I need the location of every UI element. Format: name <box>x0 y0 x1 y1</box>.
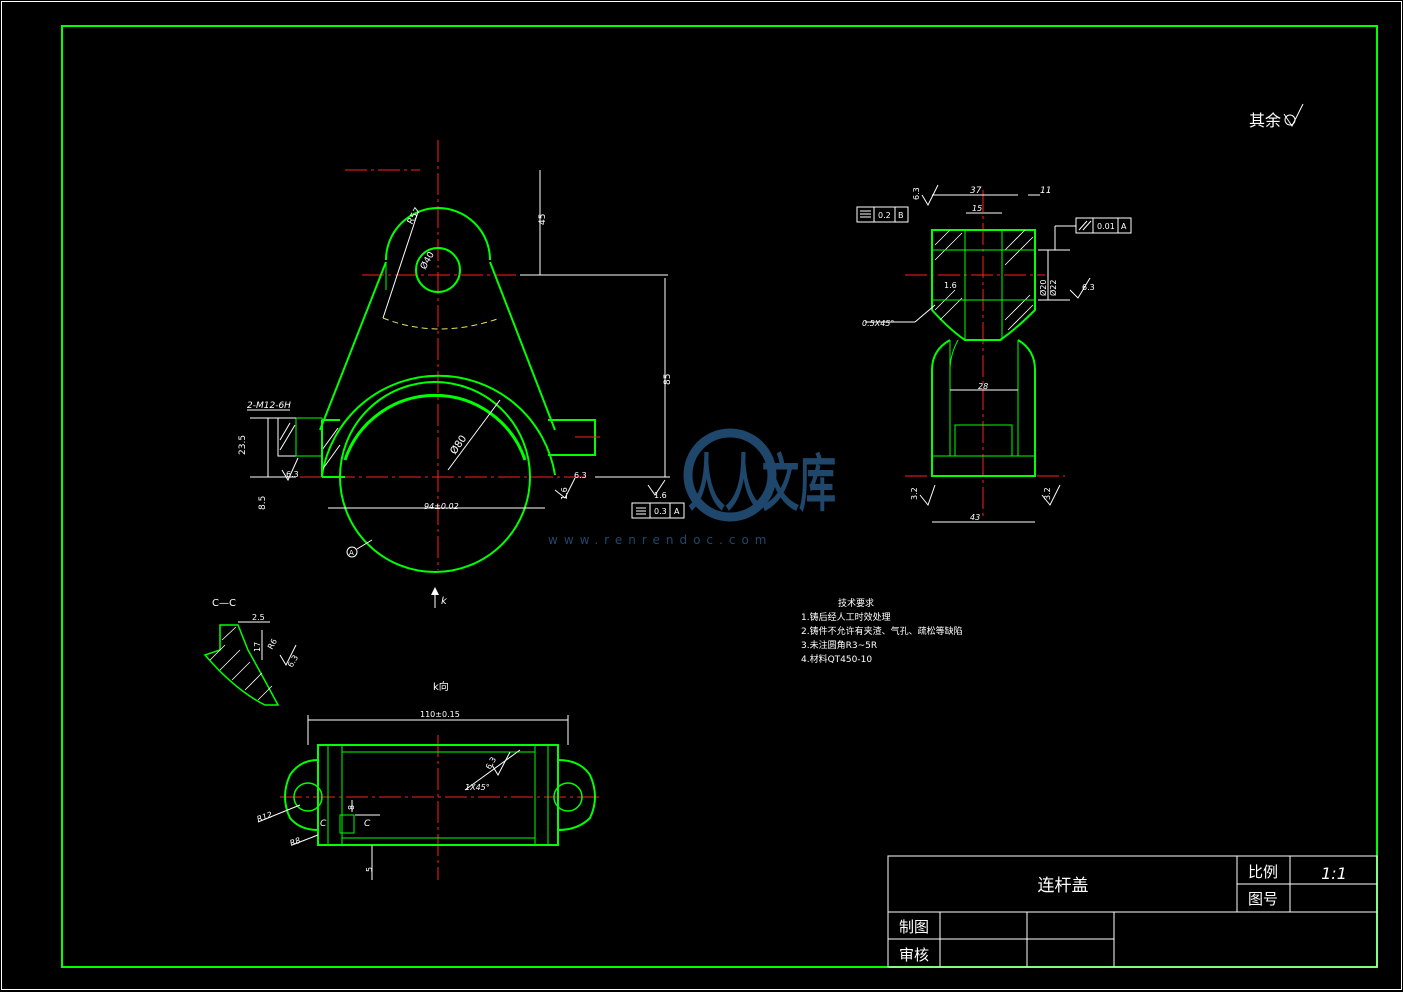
tech-req-heading: 技术要求 <box>838 597 874 609</box>
datum-a-marker: A <box>349 549 354 557</box>
scale-value: 1:1 <box>1321 864 1347 883</box>
roughness-main-3: 6.3 <box>574 471 587 480</box>
cc-dim-17: 17 <box>253 642 262 652</box>
k-view-label: k向 <box>433 680 449 693</box>
dim-45: 45 <box>538 214 548 225</box>
k-chamfer: 1X45° <box>465 783 490 792</box>
dim-8-5: 8.5 <box>258 496 268 510</box>
dim-43: 43 <box>970 513 980 522</box>
dim-15: 15 <box>972 204 982 213</box>
roughness-main-4: 1.6 <box>654 491 667 500</box>
tech-req-item-1: 1.铸后经人工时效处理 <box>801 611 891 623</box>
gdt-frame-side-a: 0.01 A <box>1054 217 1132 250</box>
gdt-frame-side-b: 0.2 B <box>856 206 909 223</box>
dim-28: 28 <box>978 382 988 391</box>
k-c-right: C <box>364 819 371 829</box>
k-roughness: 6.3 <box>484 755 498 771</box>
tech-req-item-3: 3.未注圆角R3~5R <box>801 639 877 651</box>
part-name: 连杆盖 <box>1038 876 1089 896</box>
roughness-main-2: 1.6 <box>560 487 569 500</box>
tech-requirements: 技术要求 1.铸后经人工时效处理 2.铸件不允许有夹渣、气孔、疏松等缺陷 3.未… <box>801 597 963 665</box>
k-dim-8: 8 <box>347 805 356 810</box>
roughness-side-inner: 1.6 <box>944 281 957 290</box>
checked-label: 审核 <box>899 946 929 964</box>
surface-roughness-note: 其余 <box>1249 103 1304 130</box>
arrow-k-label: k <box>441 596 448 607</box>
k-dim-5: 5 <box>365 867 374 872</box>
k-view: k向 110±0.15 1X45° 6.3 R12 R8 C C 8 5 <box>256 680 600 880</box>
small-bore-circle <box>415 247 461 293</box>
drawn-label: 制图 <box>899 918 929 936</box>
thread-label: 2-M12-6H <box>247 401 291 411</box>
k-dim-110: 110±0.15 <box>420 710 460 719</box>
dim-d40: Ø40 <box>418 250 437 272</box>
inner-frame <box>61 25 1378 968</box>
section-cc-label: C—C <box>212 598 236 609</box>
gdt-side-a-tolerance: 0.01 <box>1097 222 1115 231</box>
main-view: 45 85 R57 Ø40 Ø80 94±0.02 2-M12-6H 23.5 … <box>238 140 685 608</box>
chamfer-label: 0.5X45° <box>862 319 894 328</box>
dim-85: 85 <box>663 374 673 385</box>
cc-dim-r6: R6 <box>266 637 279 651</box>
dim-37: 37 <box>970 186 982 196</box>
title-block: 连杆盖 比例 1:1 图号 制图 审核 <box>887 855 1378 968</box>
dim-d80: Ø80 <box>448 433 470 457</box>
dim-11: 11 <box>1040 186 1051 196</box>
gdt-side-a-datum: A <box>1121 222 1127 231</box>
watermark-url: www.renrendoc.com <box>548 533 772 547</box>
roughness-side-4: 3.2 <box>1043 487 1052 500</box>
roughness-side-1: 6.3 <box>912 187 921 200</box>
side-view: 37 11 15 28 43 0.5X45° Ø20 Ø22 1.6 6.3 6… <box>856 184 1132 523</box>
gdt-side-b-tolerance: 0.2 <box>878 211 891 220</box>
drawing-no-label: 图号 <box>1248 890 1278 908</box>
tech-req-item-4: 4.材料QT450-10 <box>801 653 872 665</box>
outer-arch <box>321 374 556 476</box>
k-dim-r8: R8 <box>289 836 302 848</box>
gdt-side-b-datum: B <box>898 211 904 220</box>
watermark-brand: 人人文库 <box>688 447 836 520</box>
tech-req-item-2: 2.铸件不允许有夹渣、气孔、疏松等缺陷 <box>801 625 963 637</box>
dim-d22: Ø22 <box>1048 280 1058 296</box>
dim-23-5: 23.5 <box>238 435 248 455</box>
k-dim-r12: R12 <box>256 810 274 824</box>
roughness-main-1: 6.3 <box>286 470 299 479</box>
dim-d20: Ø20 <box>1038 280 1048 296</box>
watermark: 人人文库 www.renrendoc.com <box>548 428 836 547</box>
scale-label: 比例 <box>1248 863 1278 881</box>
cc-roughness: 6.3 <box>286 653 300 669</box>
cc-dim-2-5: 2.5 <box>252 613 265 622</box>
gdt-frame-main: 0.3 A <box>631 502 685 519</box>
dim-r57: R57 <box>406 206 424 226</box>
gdt-main-datum: A <box>674 507 680 516</box>
roughness-side-2: 6.3 <box>1082 283 1095 292</box>
dim-94: 94±0.02 <box>424 502 459 511</box>
surface-note-text: 其余 <box>1249 111 1281 130</box>
roughness-side-3: 3.2 <box>910 487 919 500</box>
k-c-left: C <box>320 819 327 829</box>
gdt-main-tolerance: 0.3 <box>654 507 667 516</box>
section-cc-view: C—C 2.5 17 R6 6.3 <box>203 598 300 706</box>
